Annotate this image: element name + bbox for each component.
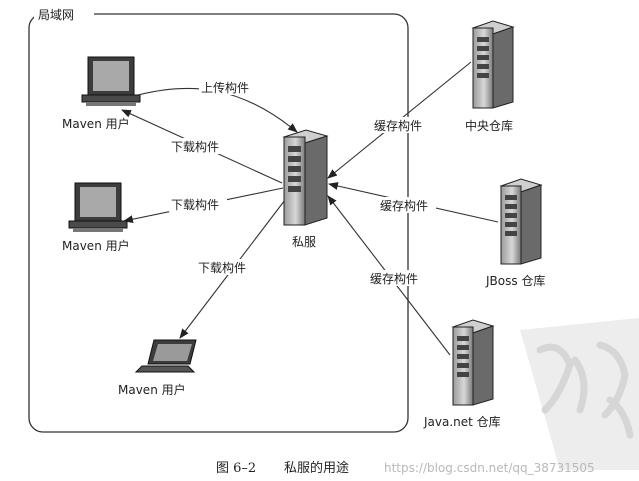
jboss-repo-label: JBoss 仓库 [485,273,545,288]
figure-number: 图 6–2 [216,461,256,476]
calligraphy-watermark [520,318,639,470]
javanet-repo-label: Java.net 仓库 [423,414,501,429]
lan-label: 局域网 [38,8,74,22]
edge-label-download-3: 下载构件 [198,260,246,275]
edge-label-download-1: 下载构件 [171,139,219,154]
edge-label-cache-jboss: 缓存构件 [380,198,428,213]
edge-label-cache-javanet: 缓存构件 [370,271,418,286]
maven-user-3-label: Maven 用户 [118,382,186,397]
central-repo-label: 中央仓库 [465,118,513,133]
edge-label-cache-central: 缓存构件 [374,118,422,133]
server-tower-icon [471,20,515,109]
server-tower-icon [451,319,495,406]
server-tower-icon [499,178,543,265]
figure-title: 私服的用途 [284,460,349,476]
maven-user-1-label: Maven 用户 [62,116,130,131]
private-server-label: 私服 [292,235,316,249]
desktop-computer-icon [68,182,128,232]
lan-boundary [28,13,409,433]
edge-label-download-2: 下载构件 [171,197,219,212]
server-tower-icon [282,129,329,226]
watermark-url: https://blog.csdn.net/qq_38731505 [384,461,595,475]
maven-user-2-label: Maven 用户 [62,238,130,253]
desktop-computer-icon [81,56,141,106]
edge-label-upload: 上传构件 [201,80,249,95]
laptop-icon [134,339,197,373]
